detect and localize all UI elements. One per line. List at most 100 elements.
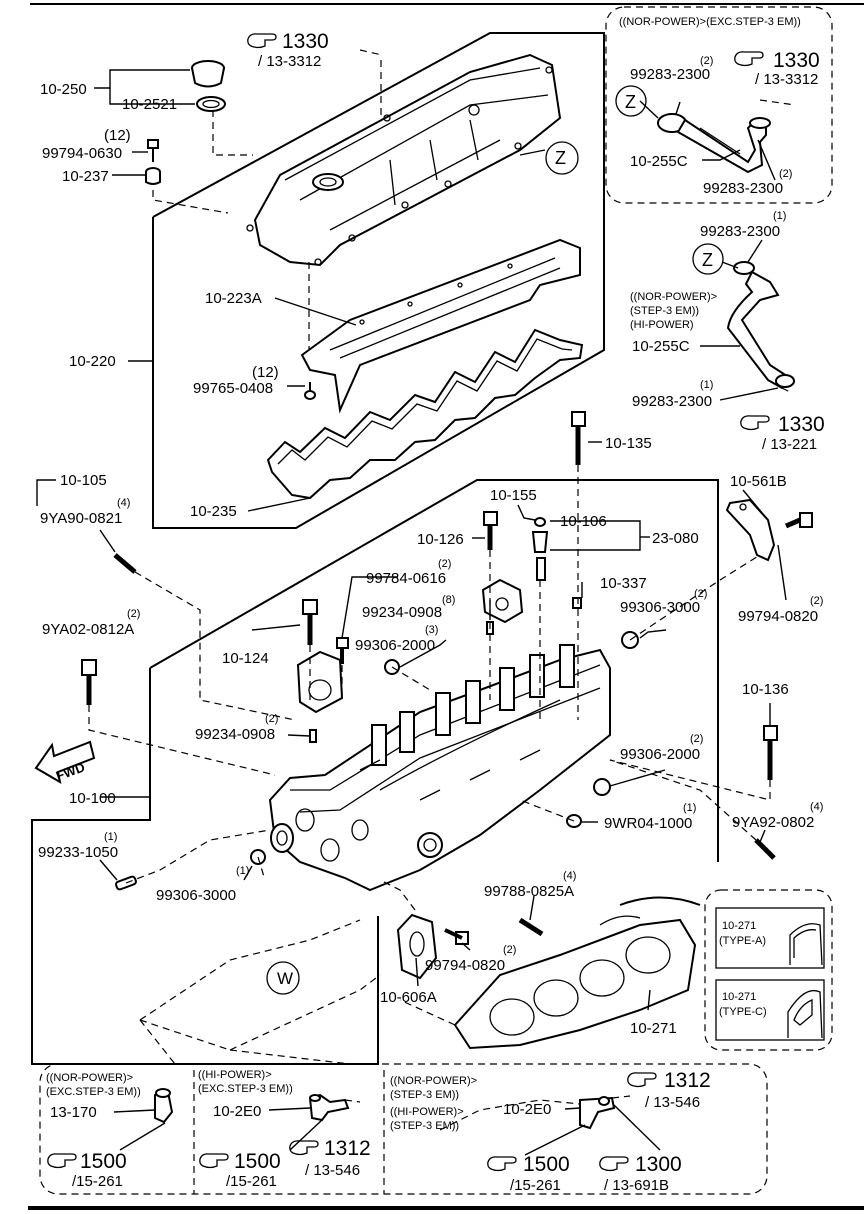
label-99306-2000: 99306-2000 xyxy=(355,637,435,654)
qty-label: (4) xyxy=(810,801,823,813)
option-box-nor-power-exc-step3 xyxy=(605,6,833,204)
qty-label: (4) xyxy=(117,497,130,509)
label-10-2E0: 10-2E0 xyxy=(503,1101,551,1118)
bolt-99794-0630 xyxy=(147,139,159,162)
rocker-cover-gasket xyxy=(266,328,584,500)
w-circle xyxy=(266,961,300,995)
qty-label: (4) xyxy=(563,870,576,882)
label-10-106: 10-106 xyxy=(560,513,607,530)
seal-10-237 xyxy=(145,167,161,185)
bolt-10-126 xyxy=(483,511,498,550)
label-10-155: 10-155 xyxy=(490,487,537,504)
label-99784-0616: 99784-0616 xyxy=(366,570,446,587)
z-marker: Z xyxy=(555,148,566,168)
condition-label: ((NOR-POWER)> xyxy=(630,291,717,303)
label-10-105: 10-105 xyxy=(60,472,107,489)
label-10-2521: 10-2521 xyxy=(122,96,177,113)
breather-hose-10-255C-upper xyxy=(657,113,771,174)
ref-13-3312: / 13-3312 xyxy=(755,71,818,88)
qty-label: (1) xyxy=(236,865,249,877)
qty-label: (2) xyxy=(438,558,451,570)
qty-label: (12) xyxy=(252,364,279,381)
ref-13-691B: / 13-691B xyxy=(604,1177,669,1194)
label-10-100: 10-100 xyxy=(69,790,116,807)
baffle-plate xyxy=(300,238,581,414)
condition-label: ((NOR-POWER)> xyxy=(46,1072,133,1084)
label-9YA92-0802: 9YA92-0802 xyxy=(732,814,814,831)
label-23-080: 23-080 xyxy=(652,530,699,547)
qty-label: (8) xyxy=(442,594,455,606)
qty-label: (2) xyxy=(810,595,823,607)
ref-1500: 1500 xyxy=(234,1150,281,1173)
qty-label: (2) xyxy=(265,713,278,725)
stud-99788-0825A xyxy=(518,917,544,937)
label-10-250: 10-250 xyxy=(40,81,87,98)
fitting-13-170 xyxy=(154,1088,174,1124)
bolt-9YA02-0812A xyxy=(81,659,97,705)
label-10-271: 10-271 xyxy=(630,1020,677,1037)
ref-15-261: /15-261 xyxy=(226,1173,277,1190)
bolt-10-136 xyxy=(763,725,778,780)
label-10-606A: 10-606A xyxy=(380,989,437,1006)
bolt-99794-0820-lower xyxy=(444,928,469,945)
z-circle-right xyxy=(692,243,724,275)
reference-pointer-icon xyxy=(247,33,277,49)
ref-13-546: / 13-546 xyxy=(305,1162,360,1179)
reference-pointer-icon xyxy=(740,415,770,431)
label-10-126: 10-126 xyxy=(417,531,464,548)
ref-1300: 1300 xyxy=(635,1153,682,1176)
label-10-220: 10-220 xyxy=(69,353,116,370)
qty-label: (1) xyxy=(773,210,786,222)
label-99234-0908: 99234-0908 xyxy=(362,604,442,621)
box-condition-label: ((NOR-POWER)>(EXC.STEP-3 EM)) xyxy=(619,16,801,28)
label-99233-1050: 99233-1050 xyxy=(38,844,118,861)
fwd-arrow xyxy=(34,740,96,784)
label-10-124: 10-124 xyxy=(222,650,269,667)
bolt-99765-0408 xyxy=(304,382,316,400)
ref-1500: 1500 xyxy=(80,1150,127,1173)
bracket-10-561B xyxy=(725,498,776,562)
label-99283-2300: 99283-2300 xyxy=(632,393,712,410)
head-gasket-10-271 xyxy=(453,896,701,1050)
bolt-99794-0820-right xyxy=(785,512,813,529)
ref-13-3312: / 13-3312 xyxy=(258,53,321,70)
label-10-561B: 10-561B xyxy=(730,473,787,490)
oil-filler-cap xyxy=(191,60,226,112)
reference-pointer-icon xyxy=(487,1156,517,1172)
condition-label: (STEP-3 EM)) xyxy=(390,1089,459,1101)
gasket-type-box xyxy=(704,889,833,1051)
qty-label: (2) xyxy=(694,588,707,600)
valve-stem-seal-10-106 xyxy=(531,517,549,581)
label-99788-0825A: 99788-0825A xyxy=(484,883,574,900)
type-c-label: (TYPE-C) xyxy=(719,1006,767,1018)
label-99765-0408: 99765-0408 xyxy=(193,380,273,397)
part-labels: 10-250 10-2521 (12) 99794-0630 10-237 13… xyxy=(38,16,825,1194)
label-10-271-type-c: 10-271 xyxy=(722,991,756,1003)
ref-1330: 1330 xyxy=(778,413,825,436)
qty-label: (3) xyxy=(425,624,438,636)
label-10-337: 10-337 xyxy=(600,575,647,592)
condition-label: (EXC.STEP-3 EM)) xyxy=(46,1086,141,1098)
label-99283-2300: 99283-2300 xyxy=(700,223,780,240)
type-a-panel xyxy=(715,907,825,969)
label-99794-0820: 99794-0820 xyxy=(425,957,505,974)
z-marker: Z xyxy=(702,250,713,270)
breather-hose-10-255C-lower xyxy=(726,261,795,390)
w-marker: W xyxy=(277,969,293,988)
ref-13-546: / 13-546 xyxy=(645,1094,700,1111)
ref-15-261: /15-261 xyxy=(72,1173,123,1190)
qty-label: (2) xyxy=(700,55,713,67)
ref-1330: 1330 xyxy=(773,49,820,72)
label-99306-3000: 99306-3000 xyxy=(620,599,700,616)
cylinder-head-group-frame-top xyxy=(149,479,719,862)
label-99794-0820: 99794-0820 xyxy=(738,608,818,625)
z-marker: Z xyxy=(625,92,636,112)
ref-13-221: / 13-221 xyxy=(762,436,817,453)
condition-label: (STEP-3 EM)) xyxy=(390,1120,459,1132)
label-9YA90-0821: 9YA90-0821 xyxy=(40,510,122,527)
camshaft-cap xyxy=(296,650,344,714)
label-99794-0630: 99794-0630 xyxy=(42,145,122,162)
bolt-10-124 xyxy=(302,599,318,645)
qty-label: (1) xyxy=(683,802,696,814)
